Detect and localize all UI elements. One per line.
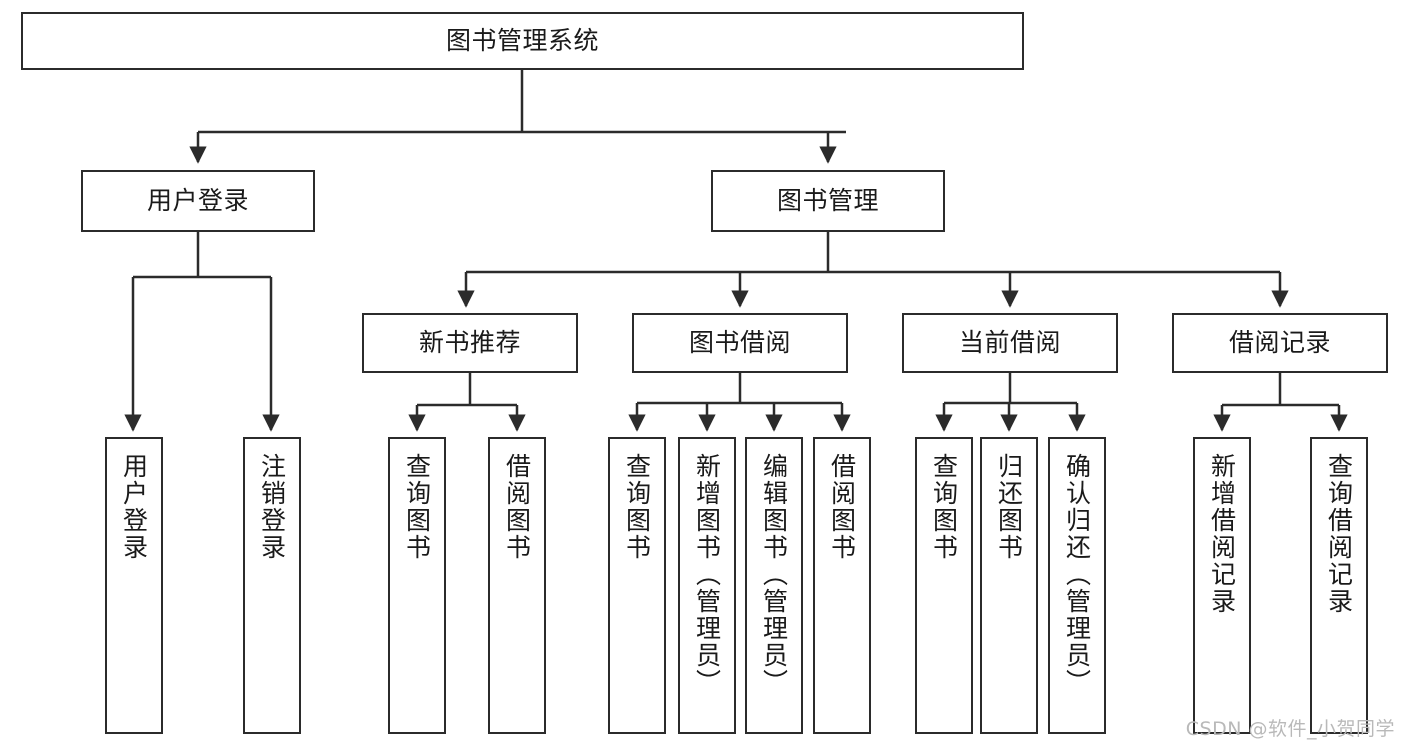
node-new-book-rec-label: 新书推荐 — [418, 328, 521, 357]
node-user-login[interactable]: 用户登录 — [81, 170, 315, 232]
node-leaf-borrow-book-2-label: 借阅图书 — [827, 453, 857, 561]
node-leaf-query-book-2-label: 查询图书 — [622, 453, 652, 561]
node-leaf-edit-book[interactable]: 编辑图书（管理员） — [745, 437, 803, 734]
node-leaf-return-book[interactable]: 归还图书 — [980, 437, 1038, 734]
node-book-borrow-label: 图书借阅 — [688, 328, 791, 357]
node-leaf-edit-book-label: 编辑图书（管理员） — [759, 453, 789, 696]
node-leaf-add-record-label: 新增借阅记录 — [1207, 453, 1237, 615]
node-current-borrow[interactable]: 当前借阅 — [902, 313, 1118, 373]
node-leaf-add-book[interactable]: 新增图书（管理员） — [678, 437, 736, 734]
node-leaf-borrow-book-2[interactable]: 借阅图书 — [813, 437, 871, 734]
node-leaf-borrow-book-1-label: 借阅图书 — [502, 453, 532, 561]
node-leaf-user-login-label: 用户登录 — [119, 453, 149, 561]
node-leaf-user-login[interactable]: 用户登录 — [105, 437, 163, 734]
node-leaf-logout-label: 注销登录 — [257, 453, 287, 561]
node-leaf-add-book-label: 新增图书（管理员） — [692, 453, 722, 696]
node-book-manage-label: 图书管理 — [776, 186, 879, 215]
node-leaf-logout[interactable]: 注销登录 — [243, 437, 301, 734]
node-leaf-add-record[interactable]: 新增借阅记录 — [1193, 437, 1251, 734]
node-root-label: 图书管理系统 — [445, 26, 599, 55]
node-leaf-borrow-book-1[interactable]: 借阅图书 — [488, 437, 546, 734]
node-leaf-query-book-2[interactable]: 查询图书 — [608, 437, 666, 734]
node-current-borrow-label: 当前借阅 — [958, 328, 1061, 357]
node-leaf-query-book-1[interactable]: 查询图书 — [388, 437, 446, 734]
watermark-text: CSDN @软件_小贺同学 — [1185, 718, 1395, 740]
node-leaf-confirm-return-label: 确认归还（管理员） — [1062, 453, 1092, 696]
node-borrow-record-label: 借阅记录 — [1228, 328, 1331, 357]
node-book-manage[interactable]: 图书管理 — [711, 170, 945, 232]
node-user-login-label: 用户登录 — [146, 186, 249, 215]
node-book-borrow[interactable]: 图书借阅 — [632, 313, 848, 373]
node-leaf-query-book-1-label: 查询图书 — [402, 453, 432, 561]
node-leaf-confirm-return[interactable]: 确认归还（管理员） — [1048, 437, 1106, 734]
node-leaf-return-book-label: 归还图书 — [994, 453, 1024, 561]
node-leaf-query-record-label: 查询借阅记录 — [1324, 453, 1354, 615]
node-leaf-query-book-3[interactable]: 查询图书 — [915, 437, 973, 734]
node-borrow-record[interactable]: 借阅记录 — [1172, 313, 1388, 373]
node-new-book-rec[interactable]: 新书推荐 — [362, 313, 578, 373]
node-root[interactable]: 图书管理系统 — [21, 12, 1024, 70]
node-leaf-query-book-3-label: 查询图书 — [929, 453, 959, 561]
node-leaf-query-record[interactable]: 查询借阅记录 — [1310, 437, 1368, 734]
